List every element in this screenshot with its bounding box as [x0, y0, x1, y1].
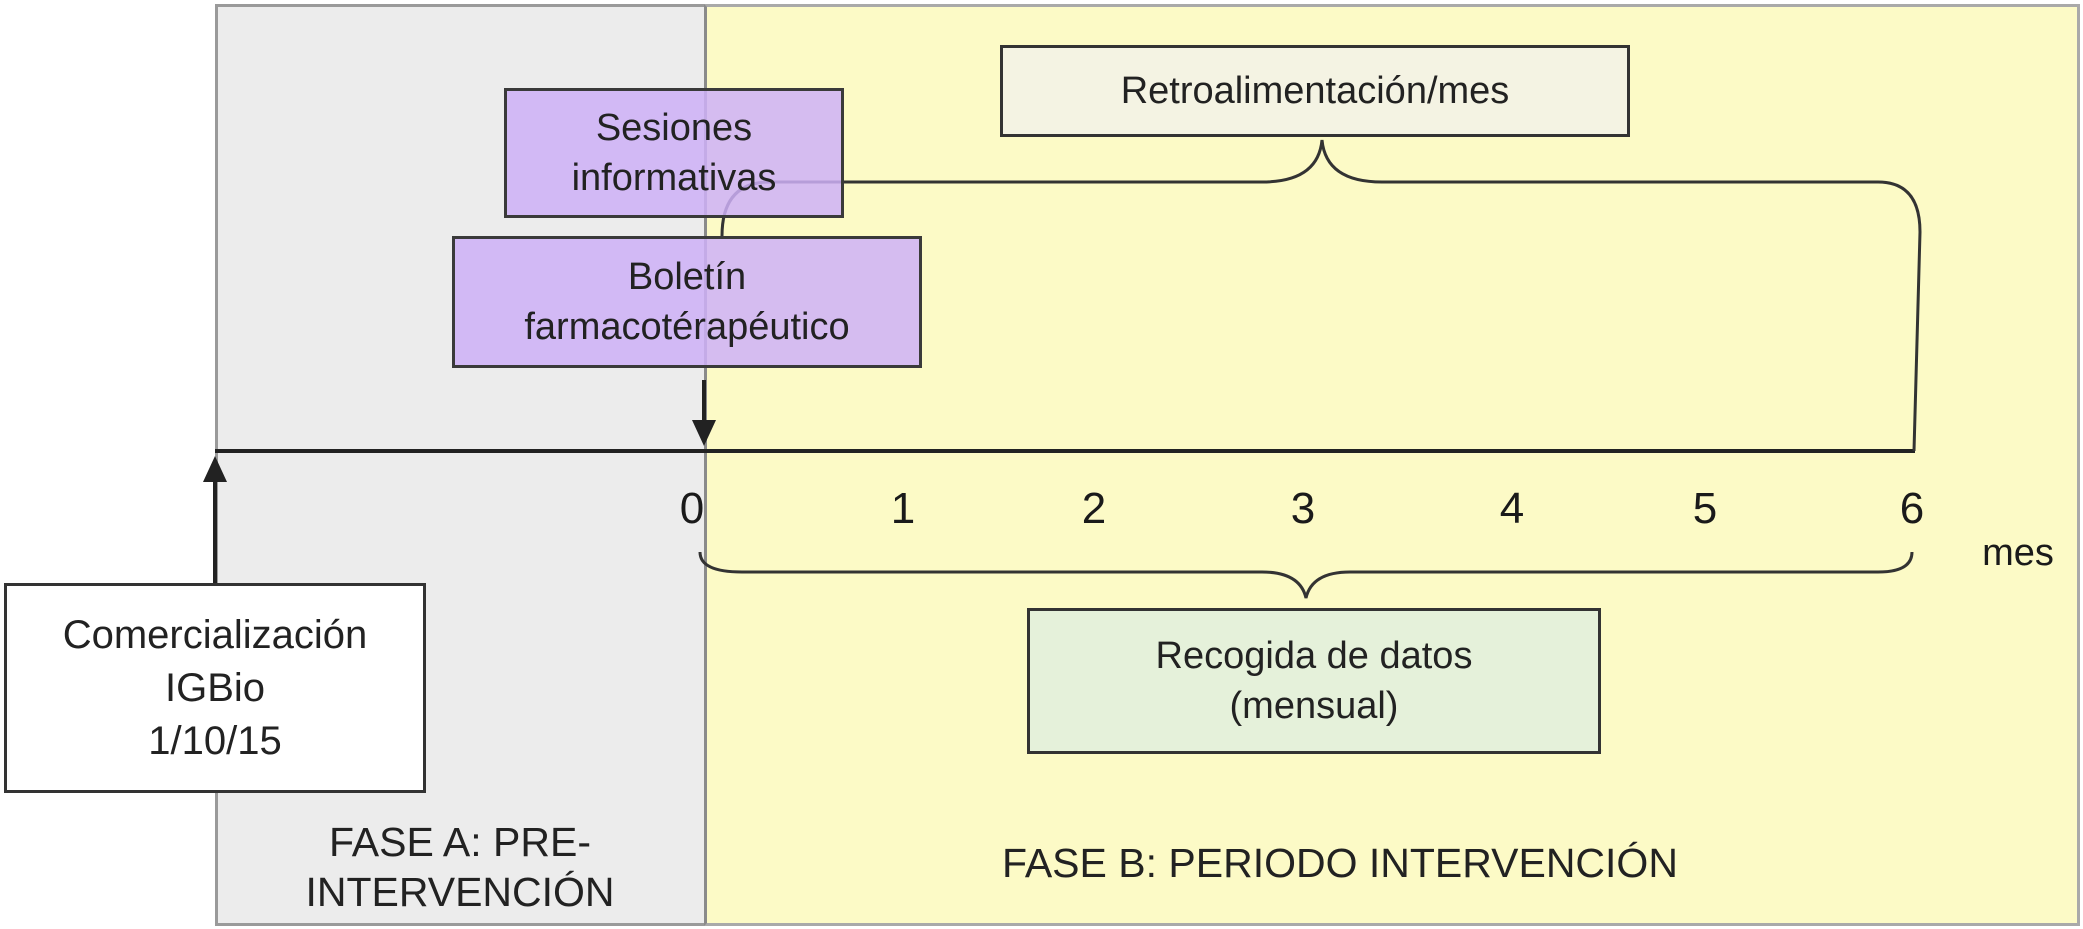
tick-label: 3 — [1291, 484, 1315, 533]
box-line: Comercialización — [62, 612, 368, 657]
box-line: Retroalimentación/mes — [1120, 70, 1510, 112]
box-line: Sesiones — [595, 107, 753, 149]
phase-b-label: FASE B: PERIODO INTERVENCIÓN — [1002, 840, 1678, 886]
axis-unit-label: mes — [1982, 532, 2054, 574]
launch-arrow-head — [203, 456, 227, 482]
tick-label: 4 — [1500, 484, 1524, 533]
sesiones-informativas-box: Sesiones informativas — [504, 88, 844, 218]
boletin-box: Boletín farmacotérapéutico — [452, 236, 922, 368]
tick-label: 2 — [1082, 484, 1106, 533]
box-line: 1/10/15 — [148, 718, 282, 763]
collection-brace — [698, 551, 1914, 599]
box-line: Recogida de datos — [1155, 635, 1473, 677]
tick-label: 0 — [680, 484, 704, 533]
phase-b-panel — [704, 4, 2080, 926]
box-line: (mensual) — [1229, 685, 1399, 727]
retroalimentacion-box: Retroalimentación/mes — [1000, 45, 1630, 137]
box-line: farmacotérapéutico — [524, 306, 850, 348]
comercializacion-box: Comercialización IGBio 1/10/15 — [4, 583, 426, 793]
box-line: informativas — [571, 157, 777, 199]
box-line: IGBio — [164, 665, 266, 710]
recogida-datos-box: Recogida de datos (mensual) — [1027, 608, 1601, 754]
box-line: Boletín — [627, 256, 747, 298]
start-arrow-head — [692, 420, 716, 446]
tick-label: 6 — [1900, 484, 1924, 533]
tick-label: 5 — [1693, 484, 1717, 533]
tick-label: 1 — [891, 484, 915, 533]
phase-a-label: FASE A: PRE- INTERVENCIÓN — [305, 819, 615, 915]
